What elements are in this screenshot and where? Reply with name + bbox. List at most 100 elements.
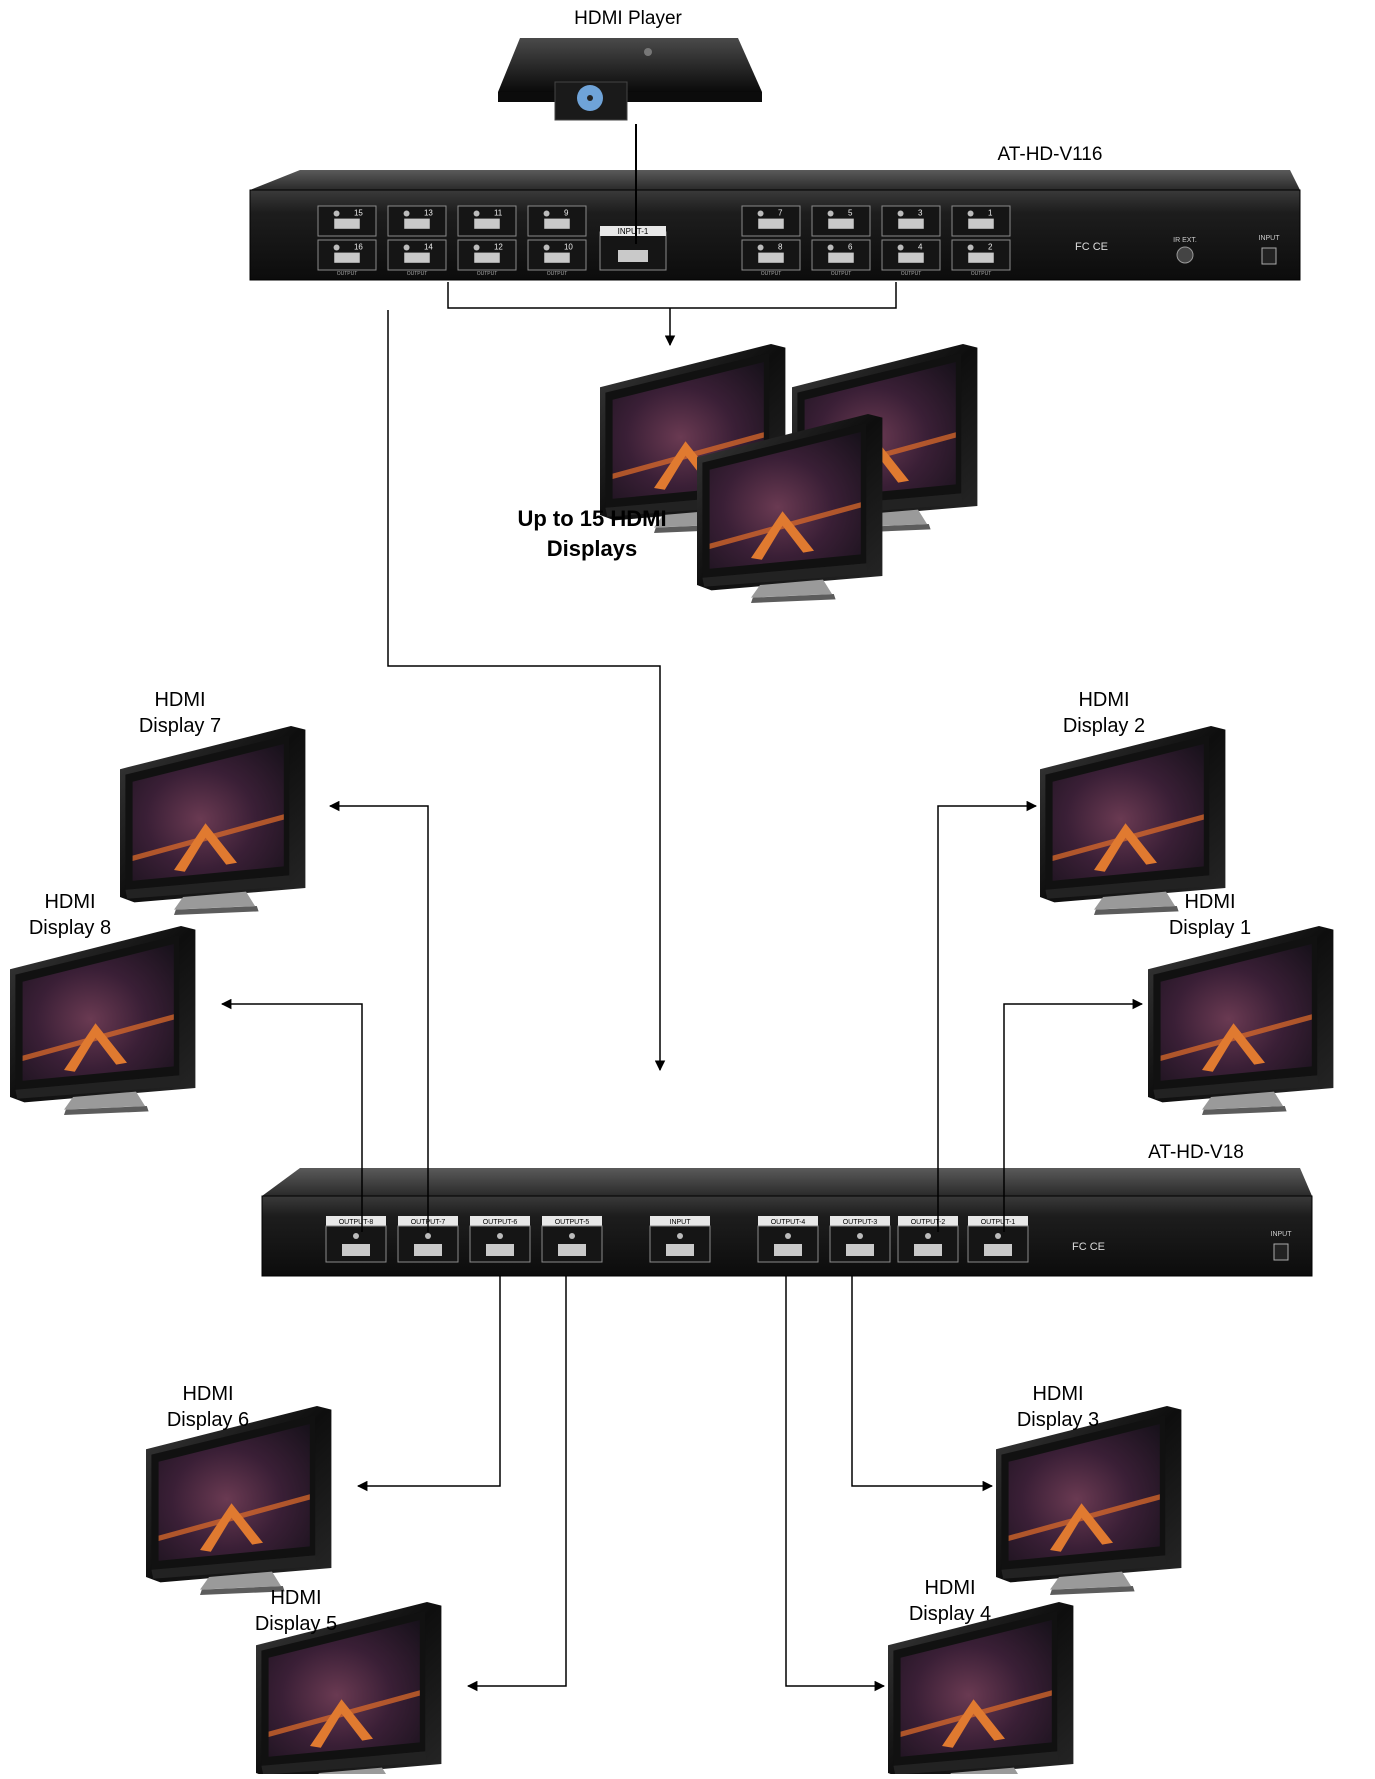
group-label-line1: Up to 15 HDMI bbox=[517, 506, 666, 531]
power-jack-16 bbox=[1261, 247, 1277, 265]
display-8-line1: HDMI bbox=[44, 891, 95, 913]
display-4: HDMI Display 4 bbox=[888, 1577, 1074, 1779]
splitter16-port-caption: OUTPUT bbox=[337, 271, 358, 277]
display-2-line2: Display 2 bbox=[1063, 715, 1145, 737]
power-label-16: INPUT bbox=[1259, 235, 1281, 242]
splitter16-port-7-number: 7 bbox=[778, 209, 783, 218]
splitter16-port-4: 4 bbox=[881, 239, 941, 271]
splitter16-port-13-number: 13 bbox=[424, 209, 433, 218]
splitter16-port-1: 1 bbox=[951, 205, 1011, 237]
display-5-line2: Display 5 bbox=[255, 1613, 337, 1635]
splitter16-port-1-number: 1 bbox=[988, 209, 993, 218]
splitter16-port-12: 12 bbox=[457, 239, 517, 271]
splitter8-cert: FC CE bbox=[1072, 1241, 1105, 1253]
splitter16-cert: FC CE bbox=[1075, 241, 1108, 253]
cable-display-7 bbox=[328, 800, 429, 1232]
splitter16-port-bank: 1516OUTPUT1314OUTPUT1112OUTPUT910OUTPUT7… bbox=[317, 205, 1011, 277]
splitter-16: 1516OUTPUT1314OUTPUT1112OUTPUT910OUTPUT7… bbox=[249, 170, 1301, 281]
ir-port bbox=[1176, 246, 1194, 264]
display-7-line2: Display 7 bbox=[139, 715, 221, 737]
splitter8-port-output-5: OUTPUT-5 bbox=[541, 1216, 603, 1263]
player-label: HDMI Player bbox=[574, 8, 682, 29]
splitter8-port-label: OUTPUT-2 bbox=[911, 1219, 946, 1226]
splitter16-port-6-number: 6 bbox=[848, 243, 853, 252]
display-6-line1: HDMI bbox=[182, 1383, 233, 1405]
cable-display-2 bbox=[937, 800, 1038, 1232]
splitter16-port-16-number: 16 bbox=[354, 243, 363, 252]
splitter16-port-15: 15 bbox=[317, 205, 377, 237]
splitter16-port-14-number: 14 bbox=[424, 243, 433, 252]
display-2: HDMI Display 2 bbox=[1040, 689, 1226, 915]
splitter16-port-9-number: 9 bbox=[564, 209, 569, 218]
display-6-line2: Display 6 bbox=[167, 1409, 249, 1431]
splitter8-port-label: OUTPUT-4 bbox=[771, 1219, 806, 1226]
splitter8-port-output-8: OUTPUT-8 bbox=[325, 1216, 387, 1263]
display-4-line2: Display 4 bbox=[909, 1603, 991, 1625]
cable-display-1 bbox=[1003, 998, 1144, 1232]
splitter16-port-11: 11 bbox=[457, 205, 517, 237]
display-8: HDMI Display 8 bbox=[10, 891, 196, 1115]
hdmi-player bbox=[498, 38, 762, 121]
splitter16-port-8-number: 8 bbox=[778, 243, 783, 252]
group-label-line2: Displays bbox=[547, 536, 638, 561]
cable-display-3 bbox=[851, 1276, 994, 1492]
cable-display-8 bbox=[220, 998, 363, 1232]
display-1-line2: Display 1 bbox=[1169, 917, 1251, 939]
splitter8-port-output-6: OUTPUT-6 bbox=[469, 1216, 531, 1263]
splitter8-port-output-4: OUTPUT-4 bbox=[757, 1216, 819, 1263]
splitter16-port-10-number: 10 bbox=[564, 243, 573, 252]
display-7-line1: HDMI bbox=[154, 689, 205, 711]
power-jack-8 bbox=[1273, 1243, 1289, 1261]
cable-display-6 bbox=[356, 1276, 501, 1492]
splitter16-port-caption: OUTPUT bbox=[761, 271, 782, 277]
splitter16-port-15-number: 15 bbox=[354, 209, 363, 218]
splitter16-port-13: 13 bbox=[387, 205, 447, 237]
splitter16-port-4-number: 4 bbox=[918, 243, 923, 252]
display-1: HDMI Display 1 bbox=[1148, 891, 1334, 1115]
splitter16-input-label: INPUT-1 bbox=[618, 227, 649, 236]
display-1-line1: HDMI bbox=[1184, 891, 1235, 913]
splitter8-port-output-2: OUTPUT-2 bbox=[897, 1216, 959, 1263]
display-8-line2: Display 8 bbox=[29, 917, 111, 939]
splitter16-port-3: 3 bbox=[881, 205, 941, 237]
splitter16-port-9: 9 bbox=[527, 205, 587, 237]
display-4-line1: HDMI bbox=[924, 1577, 975, 1599]
splitter16-port-caption: OUTPUT bbox=[547, 271, 568, 277]
splitter8-port-label: OUTPUT-6 bbox=[483, 1219, 518, 1226]
splitter16-port-caption: OUTPUT bbox=[971, 271, 992, 277]
display-group bbox=[600, 344, 978, 603]
splitter8-port-label: OUTPUT-8 bbox=[339, 1219, 374, 1226]
splitter16-port-16: 16 bbox=[317, 239, 377, 271]
splitter16-port-caption: OUTPUT bbox=[407, 271, 428, 277]
splitter8-port-input: INPUT bbox=[649, 1216, 711, 1263]
ir-label: IR EXT. bbox=[1173, 237, 1197, 244]
splitter8-port-label: OUTPUT-3 bbox=[843, 1219, 878, 1226]
splitter8-port-output-3: OUTPUT-3 bbox=[829, 1216, 891, 1263]
cable-display-4 bbox=[785, 1276, 886, 1692]
splitter8-port-label: INPUT bbox=[670, 1219, 692, 1226]
splitter16-port-2: 2 bbox=[951, 239, 1011, 271]
splitter16-port-3-number: 3 bbox=[918, 209, 923, 218]
splitter16-port-10: 10 bbox=[527, 239, 587, 271]
display-2-line1: HDMI bbox=[1078, 689, 1129, 711]
cable-display-5 bbox=[466, 1276, 567, 1692]
cascade-cable bbox=[387, 310, 666, 1072]
display-3-line1: HDMI bbox=[1032, 1383, 1083, 1405]
splitter16-port-6: 6 bbox=[811, 239, 871, 271]
display-3-line2: Display 3 bbox=[1017, 1409, 1099, 1431]
power-label-8: INPUT bbox=[1271, 1231, 1293, 1238]
splitter16-port-11-number: 11 bbox=[494, 209, 503, 218]
splitter16-port-8: 8 bbox=[741, 239, 801, 271]
display-5-line1: HDMI bbox=[270, 1587, 321, 1609]
splitter16-port-5-number: 5 bbox=[848, 209, 853, 218]
display-cables bbox=[220, 800, 1144, 1692]
splitter16-port-12-number: 12 bbox=[494, 243, 503, 252]
display-5: HDMI Display 5 bbox=[255, 1587, 442, 1779]
splitter16-port-7: 7 bbox=[741, 205, 801, 237]
splitter16-port-14: 14 bbox=[387, 239, 447, 271]
splitter16-port-5: 5 bbox=[811, 205, 871, 237]
